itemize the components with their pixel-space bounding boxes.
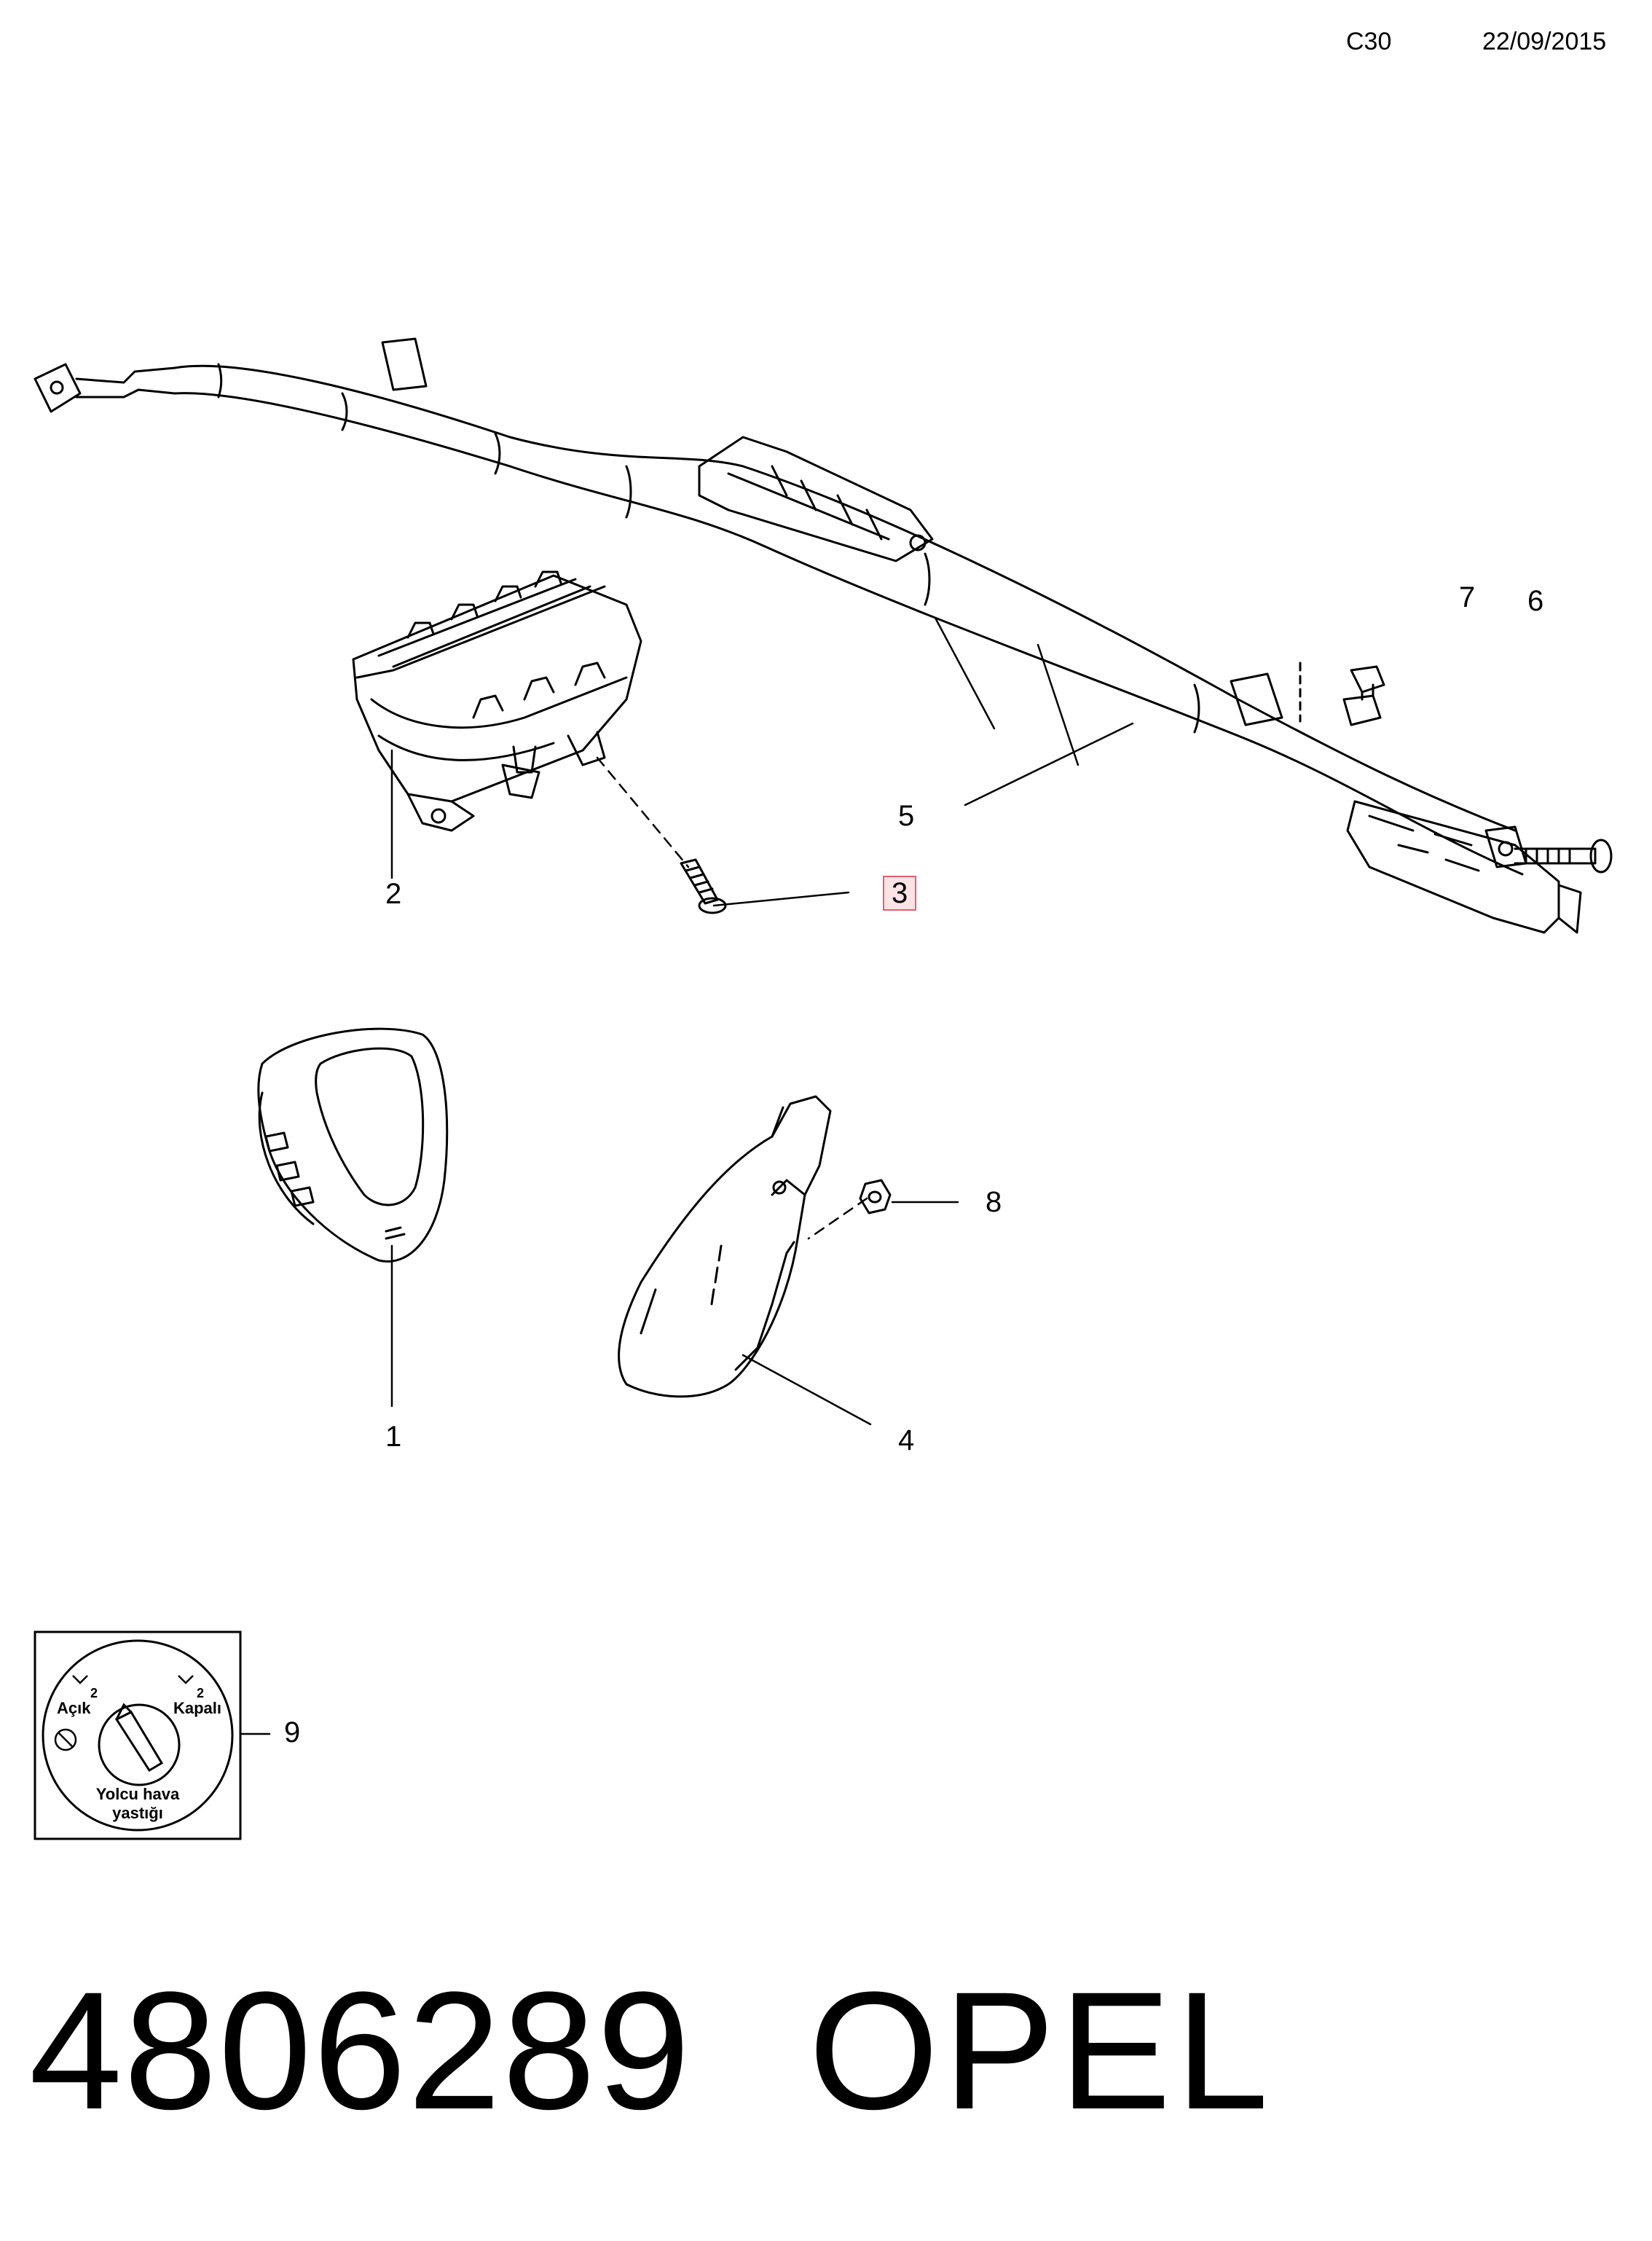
- label-off-number: 2: [197, 1686, 204, 1700]
- callout-3: 3: [883, 876, 917, 911]
- side-seat-airbag: [618, 1095, 832, 1398]
- label-on-number: 2: [90, 1686, 98, 1700]
- steering-airbag-cover: [257, 1027, 449, 1263]
- callout-7: 7: [1459, 581, 1476, 613]
- installation-paths: [596, 756, 868, 1240]
- callout-2: 2: [385, 878, 402, 910]
- diagram-code: C30: [1346, 28, 1392, 55]
- callout-6: 6: [1527, 585, 1544, 617]
- bolt: [680, 858, 727, 914]
- airbag-switch-label: Açık 2 Kapalı 2 Yolcu hava yastığı: [34, 1630, 242, 1840]
- callout-1: 1: [385, 1421, 402, 1453]
- part-number: 4806289: [29, 1957, 692, 2144]
- clip-part: [1342, 665, 1385, 726]
- nut: [859, 1179, 892, 1214]
- curtain-airbag: [34, 337, 1582, 934]
- callout-9: 9: [284, 1716, 301, 1749]
- label-title-line2: yastığı: [112, 1804, 163, 1822]
- callout-8: 8: [986, 1186, 1002, 1218]
- label-on-text: Açık: [57, 1699, 91, 1717]
- callout-5: 5: [898, 800, 915, 832]
- diagram-date: 22/09/2015: [1482, 28, 1607, 55]
- screw-right: [1514, 839, 1613, 874]
- passenger-airbag-module: [352, 570, 642, 832]
- brand-name: OPEL: [809, 1957, 1273, 2144]
- leader-lines: [239, 618, 1134, 1735]
- label-title-line1: Yolcu hava: [96, 1785, 180, 1803]
- callout-4: 4: [898, 1424, 915, 1456]
- label-off-text: Kapalı: [173, 1699, 221, 1717]
